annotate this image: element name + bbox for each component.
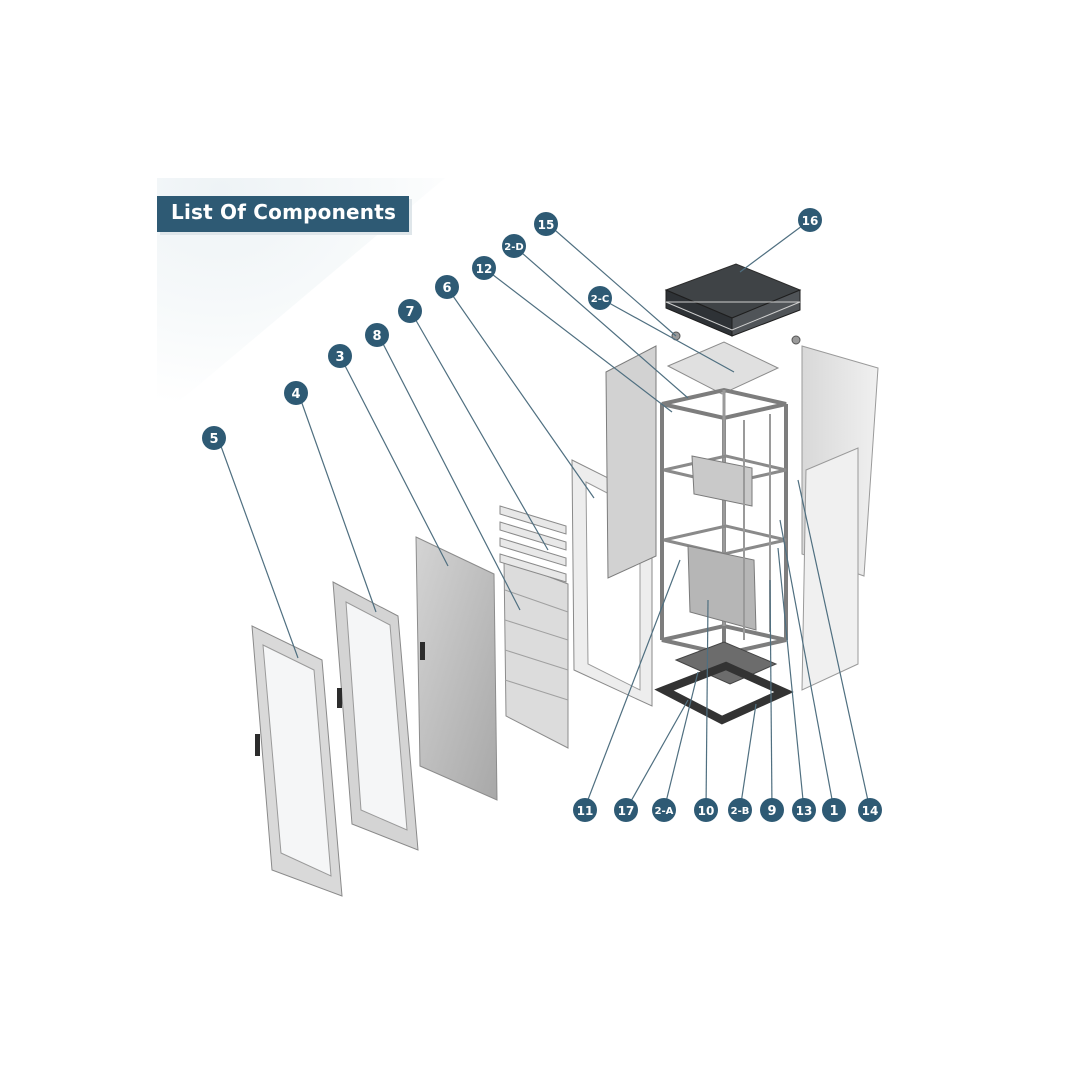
callout-14-label: 14 — [862, 804, 879, 818]
callout-9-label: 9 — [767, 804, 776, 819]
part-roof-bolt — [791, 335, 801, 345]
callout-11: 11 — [573, 798, 597, 822]
part-10-mounting-plate — [687, 455, 757, 631]
part-5-glass-door — [251, 625, 343, 897]
callout-2d-label: 2-D — [504, 242, 523, 253]
callout-13-label: 13 — [796, 804, 813, 818]
callout-11-label: 11 — [577, 804, 594, 818]
callout-6: 6 — [435, 275, 459, 299]
callout-2b-label: 2-B — [731, 806, 750, 817]
part-17-plinth — [654, 661, 794, 725]
page-title: List Of Components — [171, 200, 397, 224]
callout-4-label: 4 — [291, 387, 300, 402]
callout-12: 12 — [472, 256, 496, 280]
callout-2a: 2-A — [652, 798, 676, 822]
callout-9: 9 — [760, 798, 784, 822]
callout-10-label: 10 — [698, 804, 715, 818]
callout-12-label: 12 — [476, 262, 493, 276]
callout-16: 16 — [798, 208, 822, 232]
title-banner: List Of Components — [157, 196, 409, 232]
callout-1: 1 — [822, 798, 846, 822]
part-2c-top-plate — [666, 341, 780, 395]
callout-17: 17 — [614, 798, 638, 822]
background-swoosh — [157, 178, 445, 420]
callout-5: 5 — [202, 426, 226, 450]
callout-16-label: 16 — [802, 214, 819, 228]
callout-7-label: 7 — [405, 305, 414, 320]
part-12-side-panel — [605, 345, 657, 579]
callout-8-label: 8 — [372, 329, 381, 344]
callout-3: 3 — [328, 344, 352, 368]
callout-7: 7 — [398, 299, 422, 323]
callout-6-label: 6 — [442, 281, 451, 296]
part-16-roof — [664, 263, 802, 337]
part-4-glass-door — [332, 581, 419, 851]
part-3-solid-panel — [415, 536, 498, 801]
callout-15: 15 — [534, 212, 558, 236]
callout-2c-label: 2-C — [591, 294, 609, 305]
callout-1-label: 1 — [829, 804, 838, 819]
leader-lines — [217, 219, 871, 811]
callout-17-label: 17 — [618, 804, 635, 818]
callout-4: 4 — [284, 381, 308, 405]
callout-14: 14 — [858, 798, 882, 822]
callout-15-label: 15 — [538, 218, 555, 232]
callout-8: 8 — [365, 323, 389, 347]
callout-3-label: 3 — [335, 350, 344, 365]
callout-2b: 2-B — [728, 798, 752, 822]
part-14-side-panels — [801, 345, 879, 691]
callout-10: 10 — [694, 798, 718, 822]
callout-13: 13 — [792, 798, 816, 822]
callout-2d: 2-D — [502, 234, 526, 258]
callout-2c: 2-C — [588, 286, 612, 310]
part-8-slotted-panel — [503, 559, 569, 749]
part-7-rails — [499, 505, 567, 583]
callout-2a-label: 2-A — [655, 806, 674, 817]
callout-5-label: 5 — [209, 432, 218, 447]
